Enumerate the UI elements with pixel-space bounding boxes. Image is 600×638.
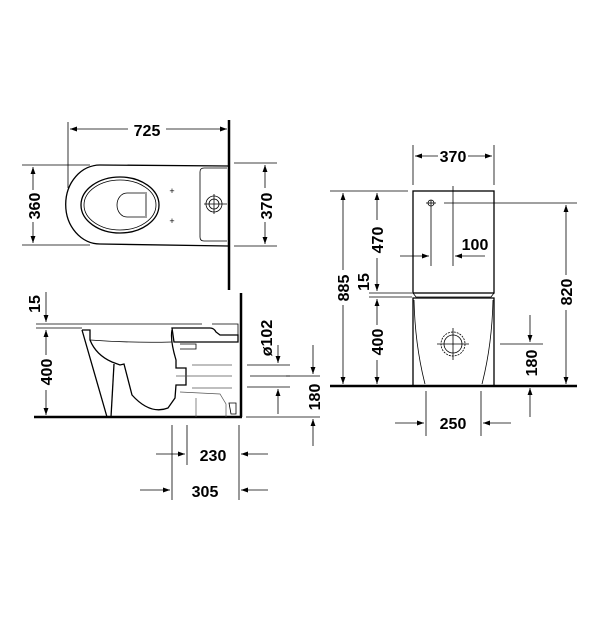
dim-100: 100 — [462, 237, 489, 254]
dim-305: 305 — [192, 484, 219, 501]
top-view: 725 + + 360 370 — [22, 120, 277, 290]
dim-820: 820 — [559, 279, 576, 306]
dim-370-front: 370 — [440, 149, 467, 166]
dim-d102: ø102 — [259, 320, 276, 357]
dim-470: 470 — [370, 227, 387, 254]
dim-230: 230 — [200, 448, 227, 465]
dim-15-front: 15 — [356, 273, 373, 291]
dim-180-side: 180 — [307, 384, 324, 411]
dim-400-side: 400 — [39, 359, 56, 386]
dim-370-top: 370 — [259, 193, 276, 220]
front-view: 370 885 470 15 400 — [330, 145, 577, 436]
svg-text:+: + — [169, 216, 174, 226]
dim-725: 725 — [134, 123, 161, 140]
dim-400-front: 400 — [370, 329, 387, 356]
svg-text:+: + — [169, 186, 174, 196]
side-view: 15 400 ø102 180 — [27, 292, 324, 501]
dim-250: 250 — [440, 416, 467, 433]
dim-360: 360 — [27, 193, 44, 220]
dim-15-side: 15 — [27, 295, 44, 313]
dim-180-front: 180 — [524, 350, 541, 377]
dim-885: 885 — [336, 275, 353, 302]
